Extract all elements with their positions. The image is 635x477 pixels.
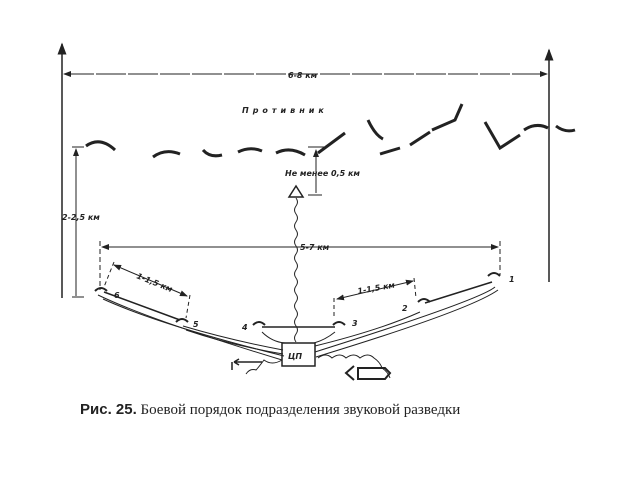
post-5: [175, 318, 189, 323]
figure-title: Боевой порядок подразделения звуковой ра…: [140, 402, 461, 418]
figure-caption: Рис. 25. Боевой порядок подразделения зв…: [80, 401, 460, 419]
post-6-label: 6: [114, 291, 120, 300]
front-width-label: 6-8 км: [288, 71, 318, 80]
post-1: [487, 272, 501, 277]
enemy-label: Противник: [242, 106, 328, 115]
post-1-label: 1: [509, 275, 515, 284]
sound-posts: [94, 272, 501, 326]
wire-to-observation-post: [294, 197, 298, 343]
post-2: [417, 298, 431, 303]
min-distance-label: Не менее 0,5 км: [285, 169, 360, 178]
spacing-right-label: 1-1,5 км: [357, 280, 396, 296]
post-4: [252, 321, 266, 326]
enemy-trenches: [85, 103, 576, 159]
post-2-label: 2: [402, 304, 408, 313]
post-6: [94, 287, 108, 292]
approach-arrow: [344, 365, 392, 381]
wire-lines: [97, 286, 499, 379]
base-width-label: 5-7 км: [300, 243, 330, 252]
post-3-label: 3: [352, 319, 358, 328]
direction-arrow-left: [231, 358, 262, 370]
depth-label: 2-2,5 км: [62, 213, 100, 222]
command-post-label: ЦП: [288, 352, 302, 361]
post-3: [332, 321, 346, 326]
figure-number: Рис. 25.: [80, 401, 137, 418]
post-4-label: 4: [241, 323, 248, 332]
observation-post-icon: [287, 184, 305, 198]
spacing-left-label: 1-1,5 км: [135, 272, 174, 295]
command-post-box: [281, 342, 316, 367]
post-5-label: 5: [193, 320, 199, 329]
